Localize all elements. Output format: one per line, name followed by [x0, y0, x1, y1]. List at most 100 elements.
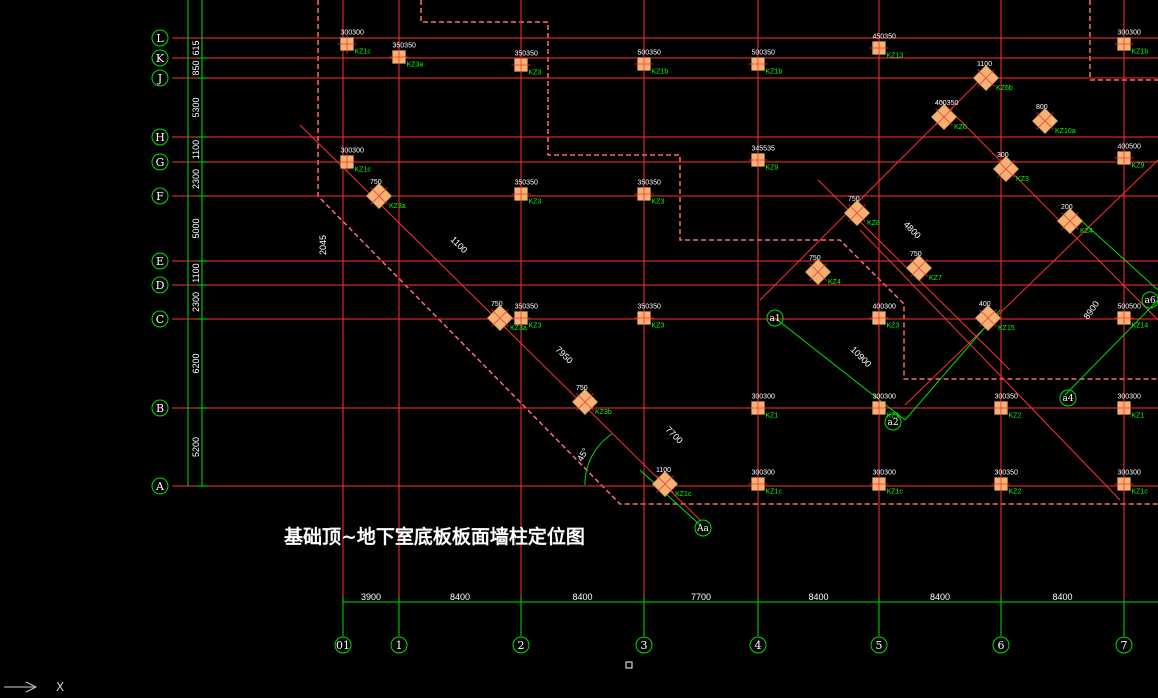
- column-crosshair: [977, 69, 995, 87]
- column-size-label: 300300: [873, 394, 896, 401]
- column-kz2: [991, 398, 1011, 418]
- column-kz3a: [365, 182, 393, 210]
- column-size-label: 400: [979, 301, 991, 308]
- row-axis-bubble-D: [151, 276, 169, 294]
- column-label: KZ2: [1009, 489, 1022, 496]
- row-axis-label: G: [156, 156, 165, 169]
- diagonal-axis-label: a1: [769, 314, 780, 324]
- column-label: KZ1b: [652, 69, 669, 76]
- column-label: KZ1c: [887, 489, 904, 496]
- row-spacing-dim: 5000: [191, 218, 201, 238]
- wall-outline-layer: [317, 0, 1158, 505]
- diagonal-axis-bubble-a6: [1141, 291, 1158, 309]
- misc-dim-label: 2045: [318, 235, 328, 255]
- column-kz6: [930, 103, 958, 131]
- column-size-label: 350350: [515, 180, 538, 187]
- column-kz9: [1114, 148, 1134, 168]
- column-label: KZ3a: [407, 62, 424, 69]
- diagonal-dim-line-5: [1074, 214, 1158, 291]
- column-size-label: 300300: [873, 470, 896, 477]
- column-kz3: [992, 155, 1020, 183]
- column-crosshair: [1061, 212, 1079, 230]
- column-size-label: 300300: [1118, 394, 1141, 401]
- column-label: KZ3: [1016, 176, 1029, 183]
- column-size-label: 1100: [656, 467, 671, 474]
- col-axis-label: 01: [336, 639, 350, 652]
- column-kz15: [974, 304, 1002, 332]
- column-label: KZ6: [954, 124, 967, 131]
- row-axis-label: F: [156, 190, 164, 203]
- col-axis-bubble-1: [390, 636, 408, 654]
- column-size-label: 300300: [1118, 470, 1141, 477]
- row-spacing-dim: 850: [191, 60, 201, 75]
- column-label: KZ3a: [389, 203, 406, 210]
- dimension-layer: 5200620023001100500023001100530085061539…: [187, 0, 1158, 608]
- column-label: KZ1: [887, 413, 900, 420]
- col-spacing-dim: 8400: [930, 592, 950, 602]
- column-kz1b: [1114, 34, 1134, 54]
- row-spacing-dim: 2300: [191, 292, 201, 312]
- row-spacing-dim: 5200: [191, 437, 201, 457]
- column-crosshair: [848, 204, 866, 222]
- col-spacing-dim: 7700: [691, 592, 711, 602]
- column-size-label: 500500: [1118, 304, 1141, 311]
- row-spacing-dim: 615: [191, 40, 201, 55]
- column-size-label: 350350: [515, 304, 538, 311]
- column-size-label: 300300: [1118, 30, 1141, 37]
- diagonal-axis-bubble-a2: [884, 413, 902, 431]
- column-label: KZ3: [529, 323, 542, 330]
- row-spacing-dim: 5300: [191, 97, 201, 117]
- row-axis-bubble-L: [151, 29, 169, 47]
- column-size-label: 750: [910, 251, 922, 258]
- column-label: KZ3a: [510, 325, 527, 332]
- col-axis-label: 7: [1121, 639, 1128, 652]
- column-label: KZ6b: [996, 85, 1013, 92]
- row-axis-bubble-C: [151, 310, 169, 328]
- ucs-icon: [4, 681, 38, 693]
- column-size-label: 750: [576, 385, 588, 392]
- column-kz3: [869, 308, 889, 328]
- col-axis-label: 2: [518, 639, 525, 652]
- col-spacing-dim: 8400: [1052, 592, 1072, 602]
- column-size-label: 750: [491, 301, 503, 308]
- column-size-label: 300350: [995, 394, 1018, 401]
- row-axis-label: E: [156, 255, 164, 268]
- column-kz13: [869, 38, 889, 58]
- column-label: KZ1c: [355, 167, 372, 174]
- col-spacing-dim: 8400: [572, 592, 592, 602]
- diagonal-grid-line-5: [904, 159, 1158, 406]
- row-spacing-dim: 6200: [191, 353, 201, 373]
- column-kz1: [748, 398, 768, 418]
- row-axis-bubble-G: [151, 153, 169, 171]
- column-label: KZ14: [1132, 323, 1149, 330]
- column-size-label: 400350: [935, 100, 958, 107]
- column-kz1: [1114, 398, 1134, 418]
- column-kz4: [1056, 207, 1084, 235]
- diagonal-grid-line-3: [939, 99, 1158, 321]
- col-spacing-dim: 3900: [361, 592, 381, 602]
- column-label: KZ15: [998, 325, 1015, 332]
- column-size-label: 350350: [393, 43, 416, 50]
- column-label: KZ4: [1080, 228, 1093, 235]
- col-axis-label: 5: [876, 639, 883, 652]
- col-axis-bubble-7: [1115, 636, 1133, 654]
- row-axis-label: C: [156, 313, 164, 326]
- column-label: KZ4: [828, 279, 841, 286]
- row-axis-label: D: [156, 279, 165, 292]
- column-size-label: 750: [848, 196, 860, 203]
- column-crosshair: [1036, 112, 1054, 130]
- column-kz1: [869, 398, 889, 418]
- column-kz1c: [748, 474, 768, 494]
- row-axis-bubble-B: [151, 399, 169, 417]
- column-size-label: 300350: [995, 470, 1018, 477]
- column-size-label: 400500: [1118, 144, 1141, 151]
- column-kz1b: [748, 54, 768, 74]
- diagonal-axis-bubble-aa: [694, 519, 712, 537]
- column-size-label: 1100: [977, 61, 992, 68]
- column-label: KZ3: [529, 199, 542, 206]
- column-kz10a: [1031, 107, 1059, 135]
- row-axis-label: A: [155, 480, 165, 493]
- column-size-label: 300300: [752, 394, 775, 401]
